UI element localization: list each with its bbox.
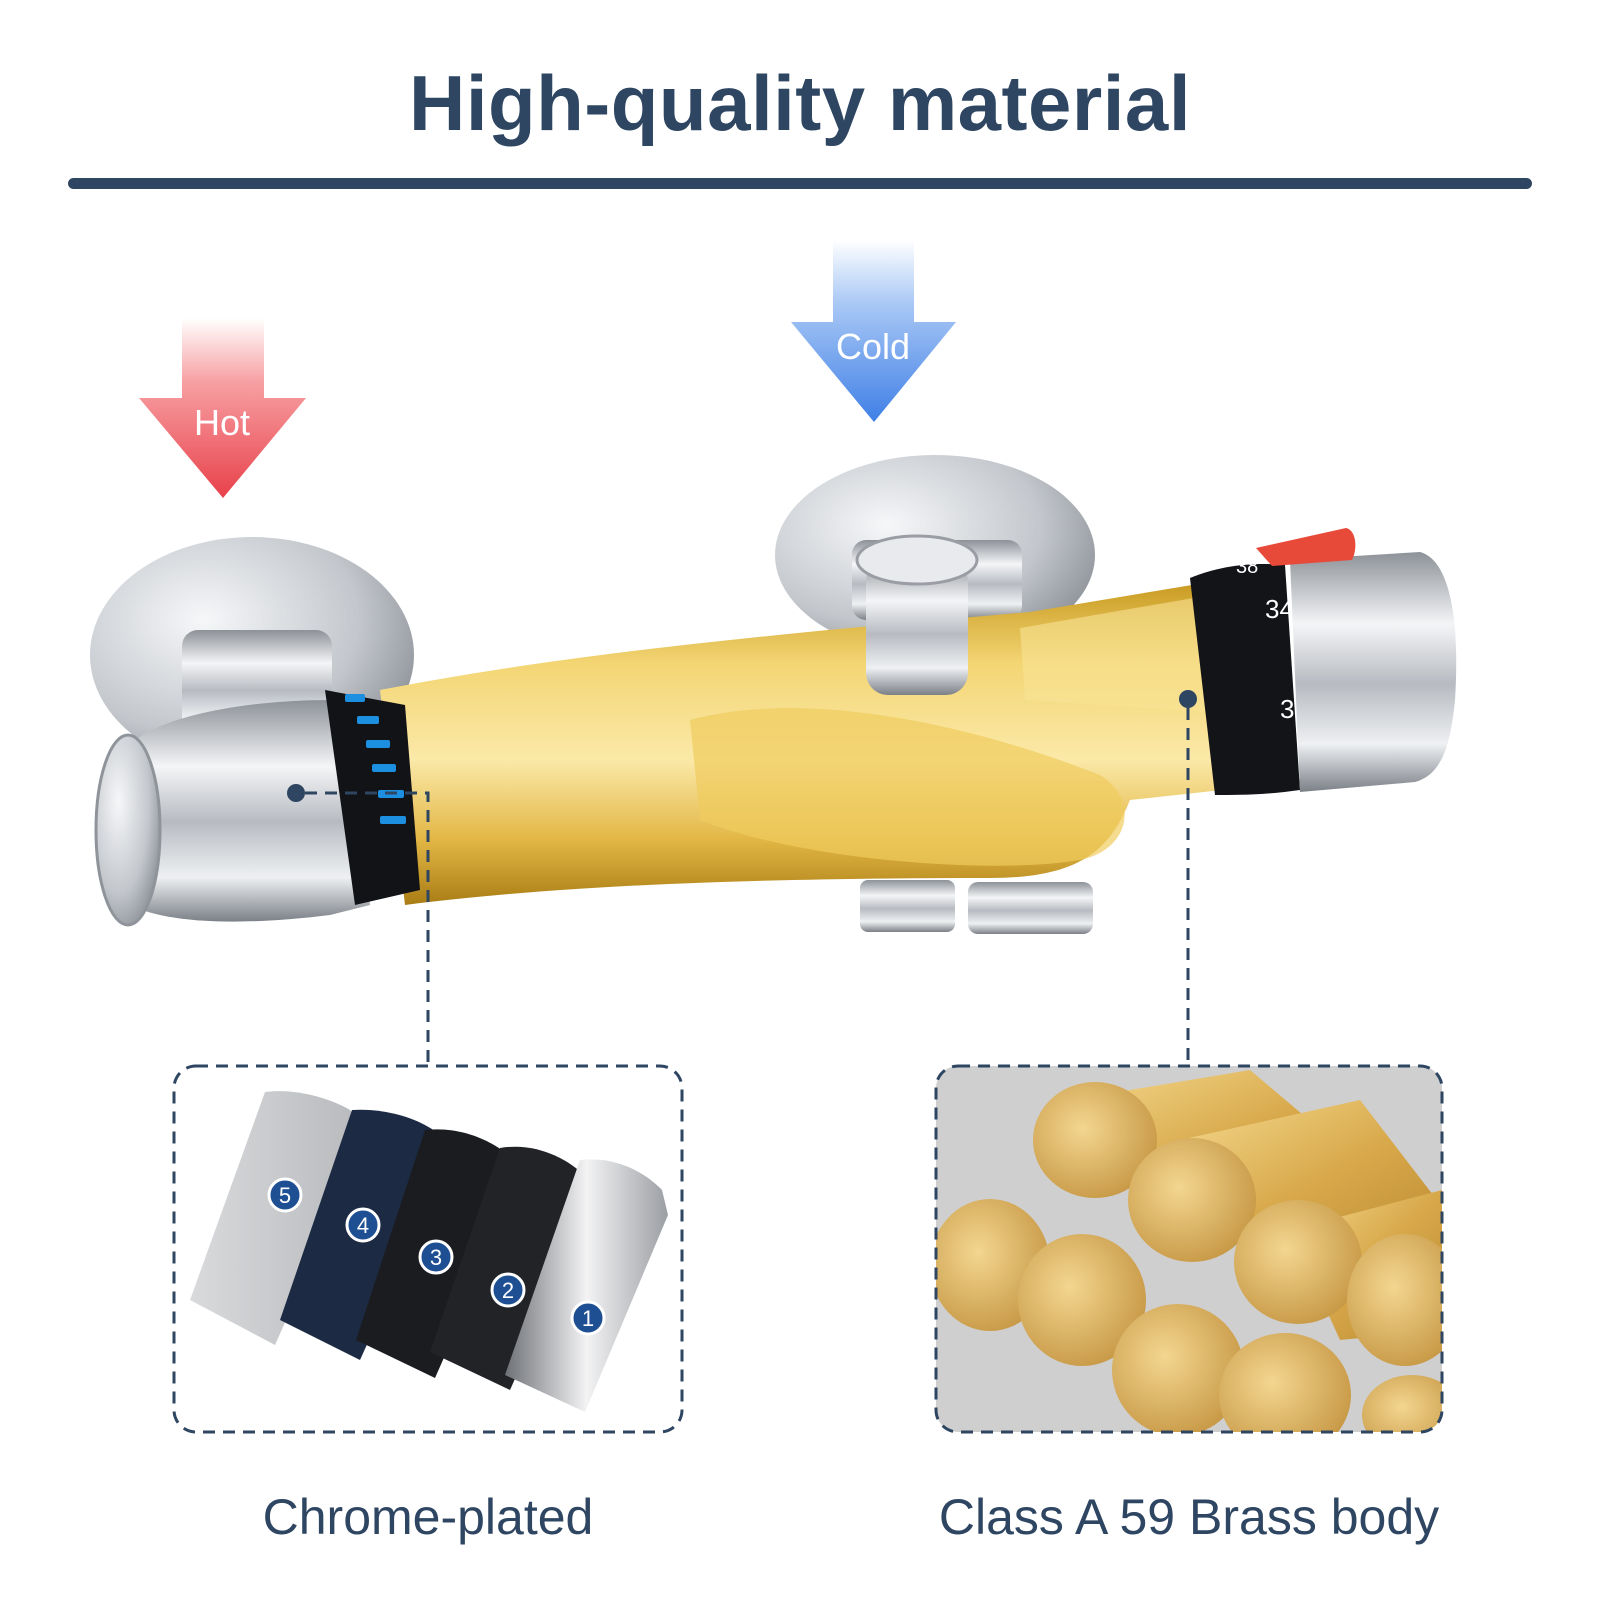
chrome-callout-dot [287,784,305,802]
svg-text:3: 3 [430,1245,442,1270]
brass-body-caption: Class A 59 Brass body [938,1489,1440,1545]
page-title: High-quality material [409,59,1191,147]
chrome-plated-frame [172,1064,684,1434]
hot-arrow [139,318,306,498]
svg-text:2: 2 [502,1278,514,1303]
brass-rods-photo [936,1066,1442,1432]
svg-text:1: 1 [582,1306,594,1331]
layer-badge-5: 5 [267,1177,303,1213]
layer-badge-3: 3 [418,1239,454,1275]
brass-body-frame [934,1064,1444,1434]
layer-badge-1: 1 [570,1300,606,1336]
red-safety-button [1256,528,1356,566]
layer-badge-4: 4 [345,1207,381,1243]
temperature-dial [1190,564,1300,795]
hot-arrow-label: Hot [193,402,251,443]
right-chrome-handle [1290,552,1457,792]
svg-text:4: 4 [357,1213,369,1238]
svg-text:5: 5 [279,1183,291,1208]
brass-callout-dot [1179,690,1197,708]
left-chrome-handle [130,700,370,922]
left-handle-cap [94,733,162,927]
chrome-plated-caption: Chrome-plated [262,1489,594,1545]
title-divider [68,178,1532,189]
dial-number-38: 38 [1236,556,1258,578]
dial-number-34: 34 [1265,594,1294,624]
cold-arrow [791,240,956,422]
layer-badge-2: 2 [490,1272,526,1308]
cold-arrow-label: Cold [835,326,911,367]
